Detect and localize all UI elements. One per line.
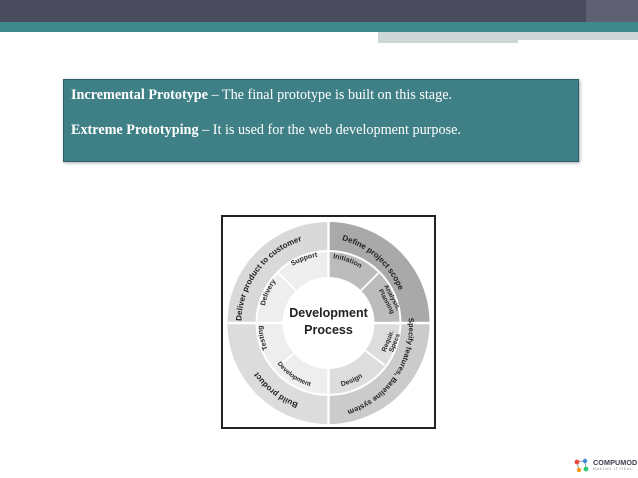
item-description: – It is used for the web development pur… xyxy=(198,122,461,138)
diagram-svg: Development Process Initiation Analysis,… xyxy=(227,221,430,425)
logo-name: COMPUMOD xyxy=(593,458,638,467)
decorative-line-short xyxy=(378,40,518,43)
item-term: Incremental Prototype xyxy=(71,87,208,103)
item-incremental-prototype: Incremental Prototype – The final protot… xyxy=(71,86,578,104)
logo-mark-icon xyxy=(574,458,589,473)
slide-top-bar-accent xyxy=(586,0,638,22)
item-extreme-prototyping: Extreme Prototyping – It is used for the… xyxy=(71,121,578,139)
slide-teal-band xyxy=(0,22,638,32)
center-label-line2: Process xyxy=(304,323,353,337)
diagram-base xyxy=(227,221,430,425)
development-process-diagram: Development Process Initiation Analysis,… xyxy=(221,215,436,429)
logo-tagline: MAKING IT REAL xyxy=(593,467,633,471)
item-term: Extreme Prototyping xyxy=(71,122,199,138)
item-description: – The final prototype is built on this s… xyxy=(207,87,453,103)
diagram-center: Development Process xyxy=(289,306,368,337)
center-label-line1: Development xyxy=(289,306,368,320)
slide-top-bar xyxy=(0,0,638,22)
decorative-line xyxy=(378,32,638,40)
content-text-box: Incremental Prototype – The final protot… xyxy=(63,79,579,162)
compumod-logo: COMPUMOD MAKING IT REAL xyxy=(573,457,638,475)
